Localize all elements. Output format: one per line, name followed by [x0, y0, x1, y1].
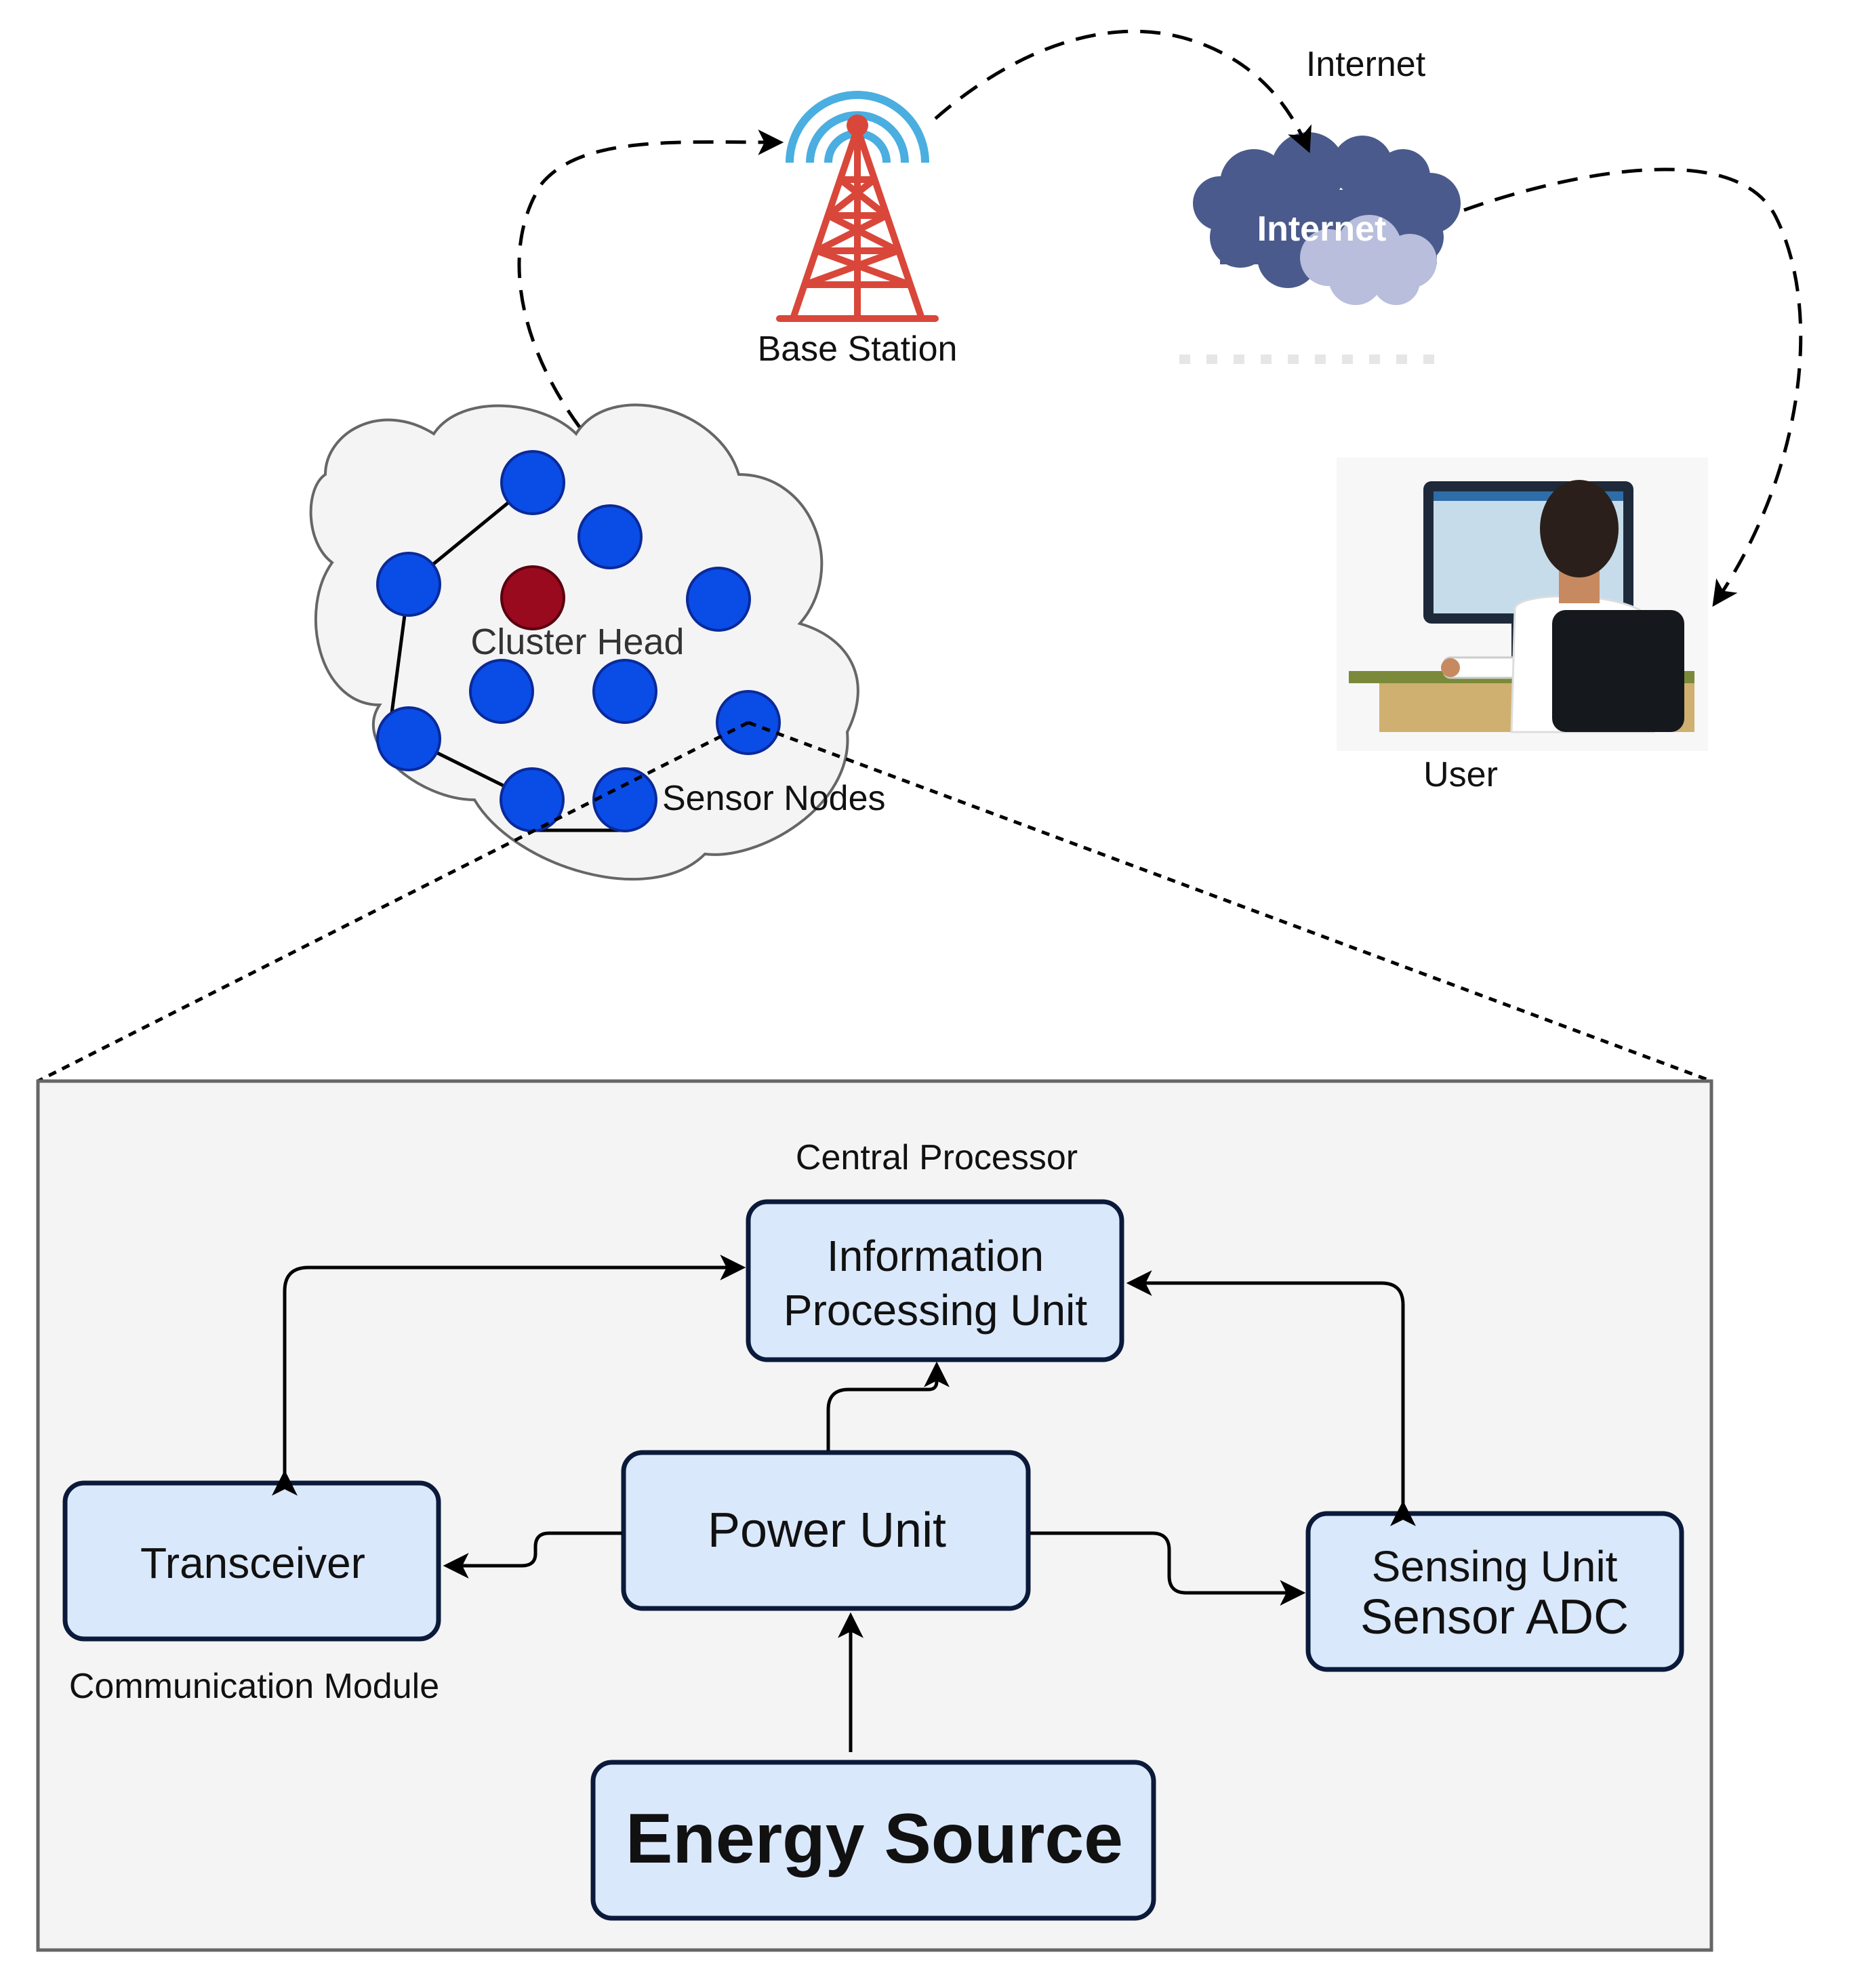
- info-unit-line1: Information: [827, 1232, 1044, 1280]
- sensor-node: [577, 504, 643, 569]
- internet-label: Internet: [1306, 45, 1426, 84]
- sensor-nodes: [376, 450, 781, 832]
- sensor-node: [592, 659, 657, 724]
- information-processing-unit-box: [746, 1199, 1124, 1362]
- communication-module-label: Communication Module: [69, 1667, 439, 1706]
- cluster-cloud: [309, 403, 859, 881]
- sensor-node: [500, 767, 565, 832]
- energy-source-label: Energy Source: [626, 1800, 1123, 1878]
- sensor-node: [686, 567, 751, 632]
- link-power-to-transceiver: [443, 1531, 622, 1579]
- cluster-head-label: Cluster Head: [470, 622, 684, 662]
- sensor-node: [592, 767, 657, 832]
- sensor-node: [469, 659, 534, 724]
- sensing-unit-line1: Sensing Unit: [1372, 1542, 1618, 1591]
- cluster-head-node: [500, 565, 565, 630]
- sensor-node: [500, 450, 565, 515]
- user-workstation-icon: [1337, 458, 1708, 751]
- internet-cloud-icon: Internet: [1179, 132, 1461, 364]
- link-power-to-info: [826, 1361, 950, 1451]
- link-internet-to-user: [1463, 167, 1803, 607]
- architecture-links: [272, 1255, 1416, 1752]
- link-base-to-internet: [934, 29, 1312, 153]
- sensor-nodes-label: Sensor Nodes: [662, 779, 886, 818]
- sensing-unit-box: [1305, 1511, 1684, 1672]
- internet-cloud-text: Internet: [1257, 209, 1387, 249]
- link-power-to-sensing: [1030, 1531, 1306, 1606]
- sensor-node: [376, 706, 441, 771]
- sensor-node: [376, 552, 441, 617]
- sensing-unit-line2: Sensor ADC: [1360, 1590, 1629, 1644]
- base-station-label: Base Station: [758, 329, 958, 369]
- info-unit-line2: Processing Unit: [784, 1286, 1087, 1335]
- transceiver-label: Transceiver: [140, 1539, 365, 1587]
- central-processor-label: Central Processor: [796, 1138, 1078, 1177]
- energy-source-box: [590, 1760, 1156, 1921]
- user-label: User: [1423, 755, 1498, 794]
- base-station-tower-icon: [776, 91, 939, 322]
- link-cluster-to-base: [517, 129, 784, 428]
- power-unit-label: Power Unit: [708, 1503, 946, 1558]
- link-transceiver-info: [272, 1255, 746, 1496]
- zoom-lines: [37, 721, 1712, 1083]
- link-sensing-info: [1126, 1270, 1416, 1526]
- network-links: [517, 29, 1803, 607]
- transceiver-box: [62, 1480, 441, 1642]
